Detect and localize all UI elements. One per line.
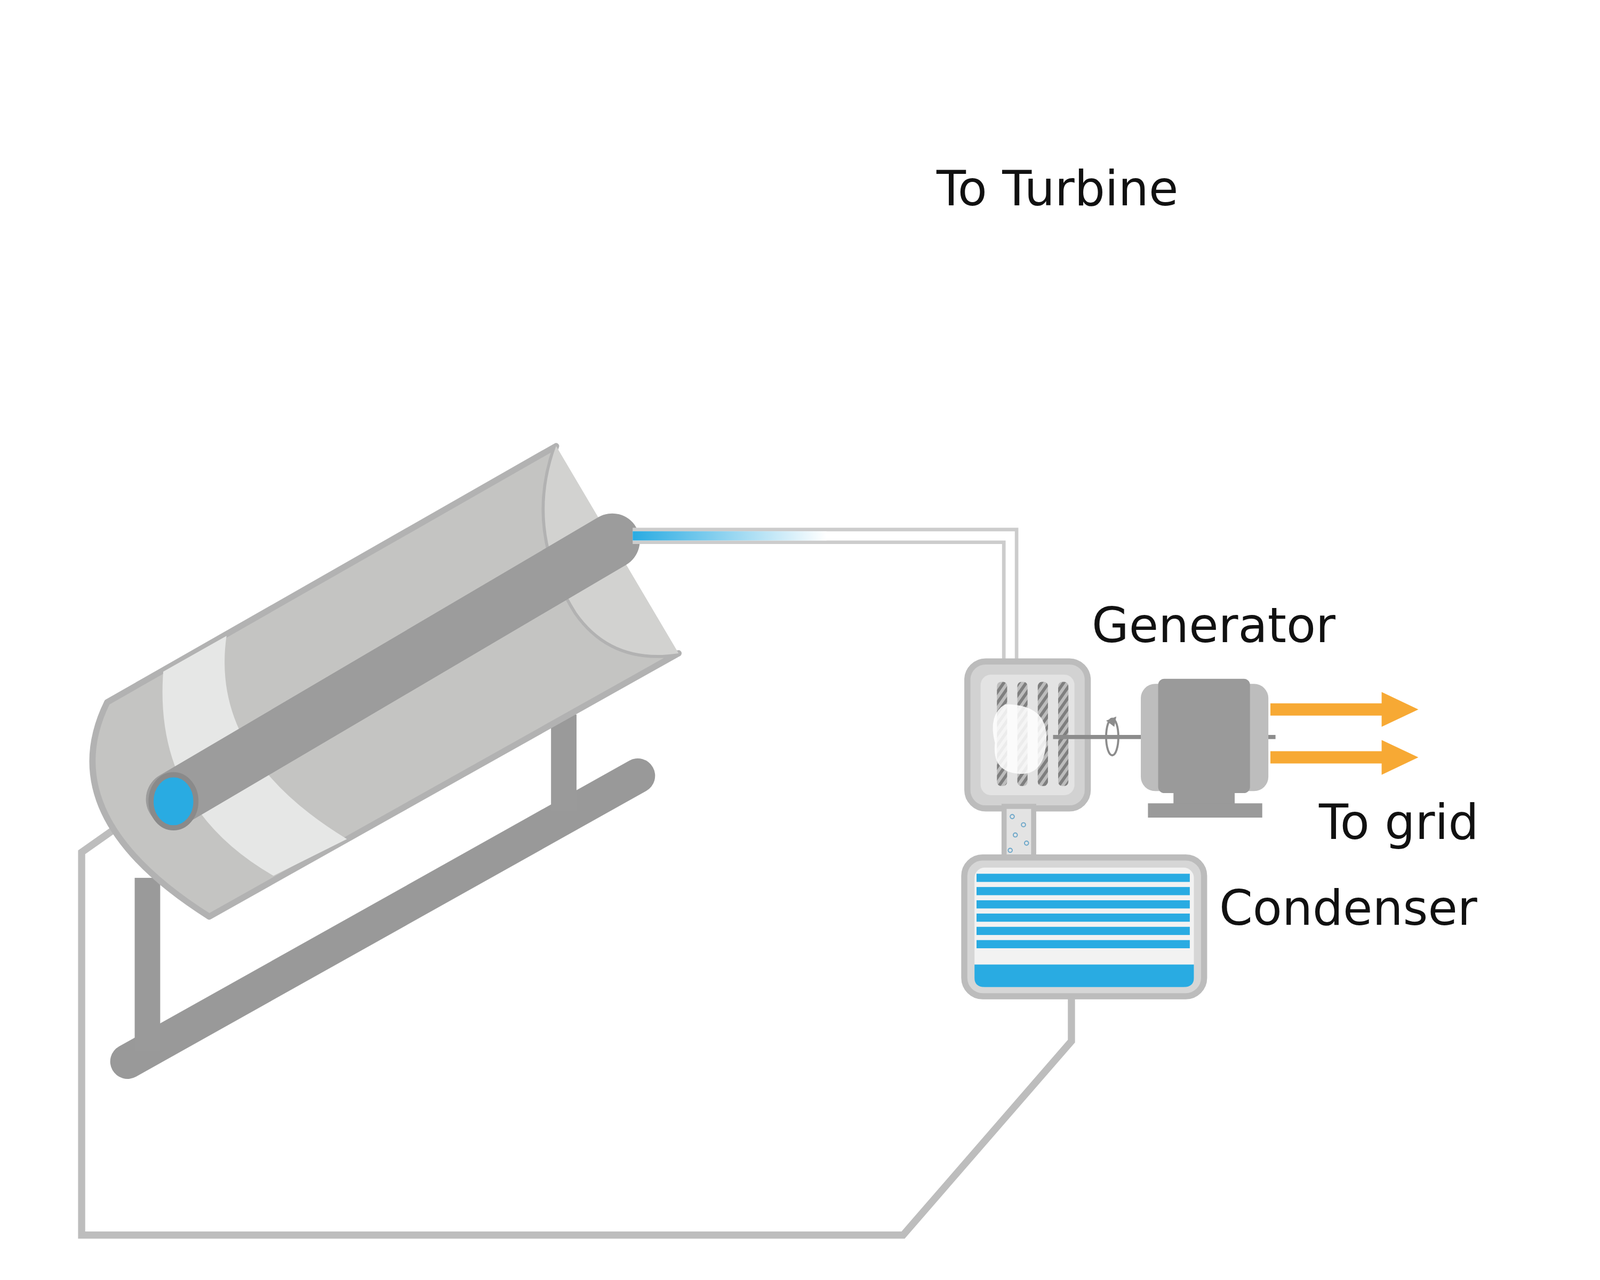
- bubble: [1008, 848, 1013, 853]
- power-arrow: [1270, 751, 1386, 764]
- condenser-housing: [964, 857, 1205, 997]
- cooling-coil: [976, 900, 1190, 909]
- stand-leg: [550, 714, 577, 812]
- turbine-blade: [1058, 681, 1069, 786]
- steam-blob: [993, 704, 1047, 774]
- part-label: Condenser: [1219, 879, 1478, 938]
- generator-base: [1147, 803, 1262, 818]
- exhaust-neck: [1004, 806, 1034, 862]
- condensed-water: [974, 964, 1194, 988]
- bubble: [1013, 833, 1018, 838]
- bubble: [1010, 814, 1015, 819]
- steam-flow: [632, 531, 827, 541]
- receiver-tube: [173, 540, 613, 799]
- generator-foot: [1173, 790, 1235, 806]
- steam-pipe: [632, 536, 1011, 715]
- generator-body: [1158, 678, 1251, 794]
- part-label: To Turbine: [936, 160, 1179, 218]
- rotation-head: [1106, 716, 1117, 727]
- part-label: Generator: [1091, 596, 1336, 655]
- cooling-coil: [976, 873, 1190, 882]
- cooling-coil: [976, 926, 1190, 935]
- cooling-coil: [976, 940, 1190, 949]
- power-arrow: [1270, 703, 1386, 716]
- power-arrow-head: [1381, 692, 1419, 727]
- steam-pipe-inner: [632, 536, 1011, 715]
- bubble: [1021, 822, 1026, 828]
- cooling-coil: [976, 886, 1190, 895]
- part-label: To grid: [1318, 793, 1479, 852]
- stand-leg: [134, 877, 161, 1052]
- power-arrow-head: [1381, 740, 1419, 775]
- tube-end: [150, 774, 196, 829]
- condenser-inner: [974, 867, 1194, 988]
- trough-mirror: [92, 445, 679, 917]
- cooling-coil: [976, 913, 1190, 922]
- bubble: [1024, 841, 1029, 846]
